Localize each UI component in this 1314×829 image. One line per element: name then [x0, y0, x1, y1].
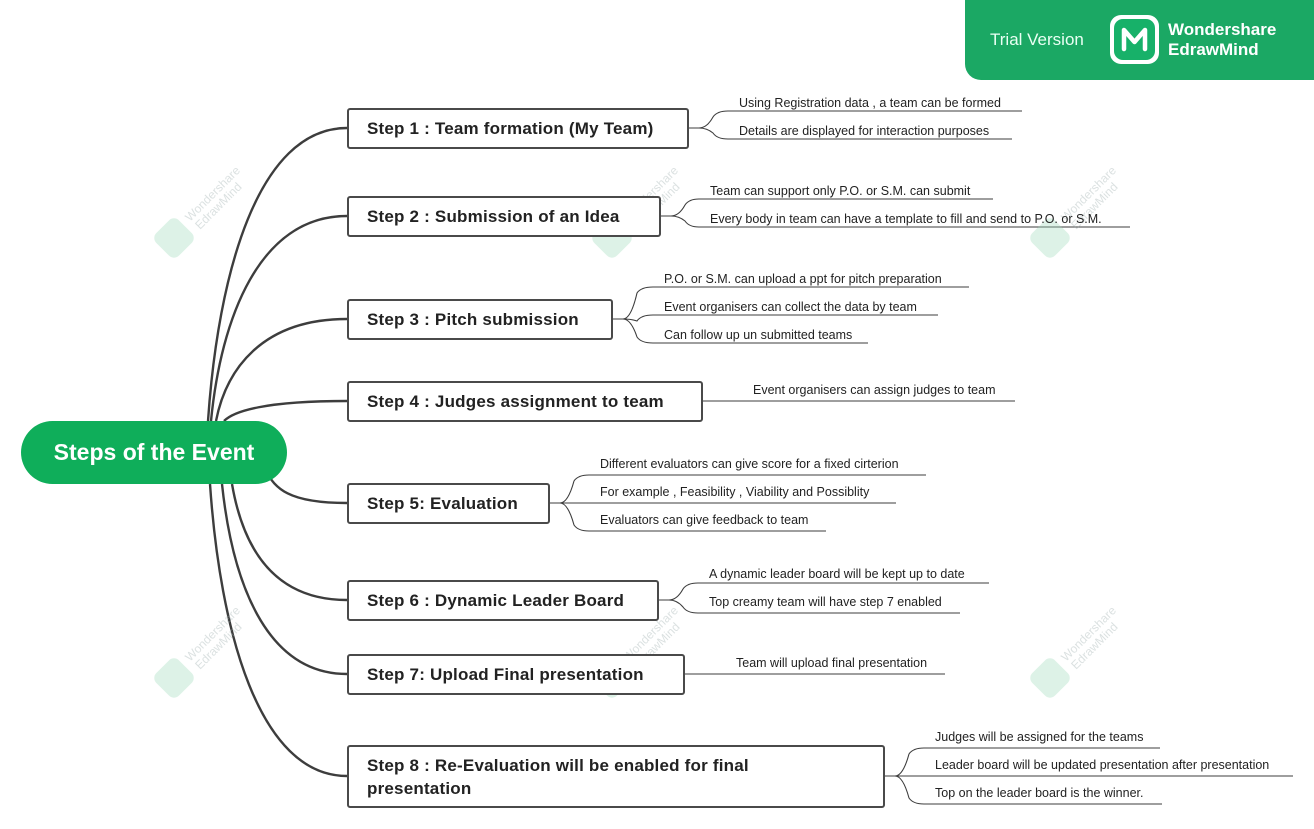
detail-step3-3[interactable]: Can follow up un submitted teams — [664, 328, 853, 342]
detail-step1-2[interactable]: Details are displayed for interaction pu… — [739, 124, 990, 138]
connector-root-step-3 — [214, 317, 348, 422]
step-7-node[interactable]: Step 7: Upload Final presentation — [347, 654, 685, 695]
detail-step6-1[interactable]: A dynamic leader board will be kept up t… — [709, 567, 965, 581]
connector-step6-detail-1 — [659, 582, 989, 601]
connector-step3-detail-2 — [613, 314, 938, 322]
detail-step5-3[interactable]: Evaluators can give feedback to team — [600, 513, 809, 527]
connector-step6-detail-2 — [659, 599, 960, 614]
detail-step2-1[interactable]: Team can support only P.O. or S.M. can s… — [710, 184, 971, 198]
connector-step3-detail-1 — [613, 286, 969, 320]
connector-root-step-1 — [206, 126, 348, 422]
trial-version-label: Trial Version — [990, 30, 1084, 49]
detail-step5-2[interactable]: For example , Feasibility , Viability an… — [600, 485, 870, 499]
detail-step3-2[interactable]: Event organisers can collect the data by… — [664, 300, 917, 314]
detail-step4-1[interactable]: Event organisers can assign judges to te… — [753, 383, 996, 397]
detail-step1-1[interactable]: Using Registration data , a team can be … — [739, 96, 1001, 110]
connector-root-step-6 — [230, 483, 348, 602]
connector-root-step-8 — [208, 483, 348, 778]
detail-step8-2[interactable]: Leader board will be updated presentatio… — [935, 758, 1270, 772]
connector-step3-detail-3 — [613, 318, 868, 344]
root-topic[interactable]: Steps of the Event — [21, 421, 287, 484]
connector-root-step-4 — [223, 399, 348, 422]
connector-step2-detail-1 — [661, 198, 993, 217]
step-6-node[interactable]: Step 6 : Dynamic Leader Board — [347, 580, 659, 621]
connector-step2-detail-2 — [661, 215, 1130, 228]
detail-step8-1[interactable]: Judges will be assigned for the teams — [935, 730, 1144, 744]
step-2-node[interactable]: Step 2 : Submission of an Idea — [347, 196, 661, 237]
brand-banner[interactable]: Trial Version Wondershare EdrawMind — [965, 0, 1314, 80]
connector-root-step-2 — [209, 214, 348, 422]
step-8-node[interactable]: Step 8 : Re-Evaluation will be enabled f… — [347, 745, 885, 808]
detail-step6-2[interactable]: Top creamy team will have step 7 enabled — [709, 595, 942, 609]
detail-step7-1[interactable]: Team will upload final presentation — [736, 656, 928, 670]
brand-name: Wondershare EdrawMind — [1168, 20, 1276, 60]
edrawmind-logo-icon — [1110, 15, 1159, 64]
step-5-node[interactable]: Step 5: Evaluation — [347, 483, 550, 524]
step-4-node[interactable]: Step 4 : Judges assignment to team — [347, 381, 703, 422]
detail-step3-1[interactable]: P.O. or S.M. can upload a ppt for pitch … — [664, 272, 942, 286]
connector-step8-detail-1 — [885, 747, 1160, 777]
step-3-node[interactable]: Step 3 : Pitch submission — [347, 299, 613, 340]
connector-root-step-5 — [264, 471, 348, 505]
connector-step5-detail-1 — [550, 474, 926, 504]
step-1-node[interactable]: Step 1 : Team formation (My Team) — [347, 108, 689, 149]
detail-step5-1[interactable]: Different evaluators can give score for … — [600, 457, 899, 471]
detail-step8-3[interactable]: Top on the leader board is the winner. — [935, 786, 1144, 800]
connector-step5-detail-3 — [550, 502, 826, 532]
connector-step1-detail-1 — [689, 110, 1022, 129]
connector-root-step-7 — [220, 483, 348, 676]
brand-name-line1: Wondershare — [1168, 20, 1277, 39]
detail-step2-2[interactable]: Every body in team can have a template t… — [710, 212, 1102, 226]
connector-step8-detail-3 — [885, 775, 1162, 805]
connector-step1-detail-2 — [689, 127, 1012, 140]
brand-name-line2: EdrawMind — [1168, 40, 1259, 59]
